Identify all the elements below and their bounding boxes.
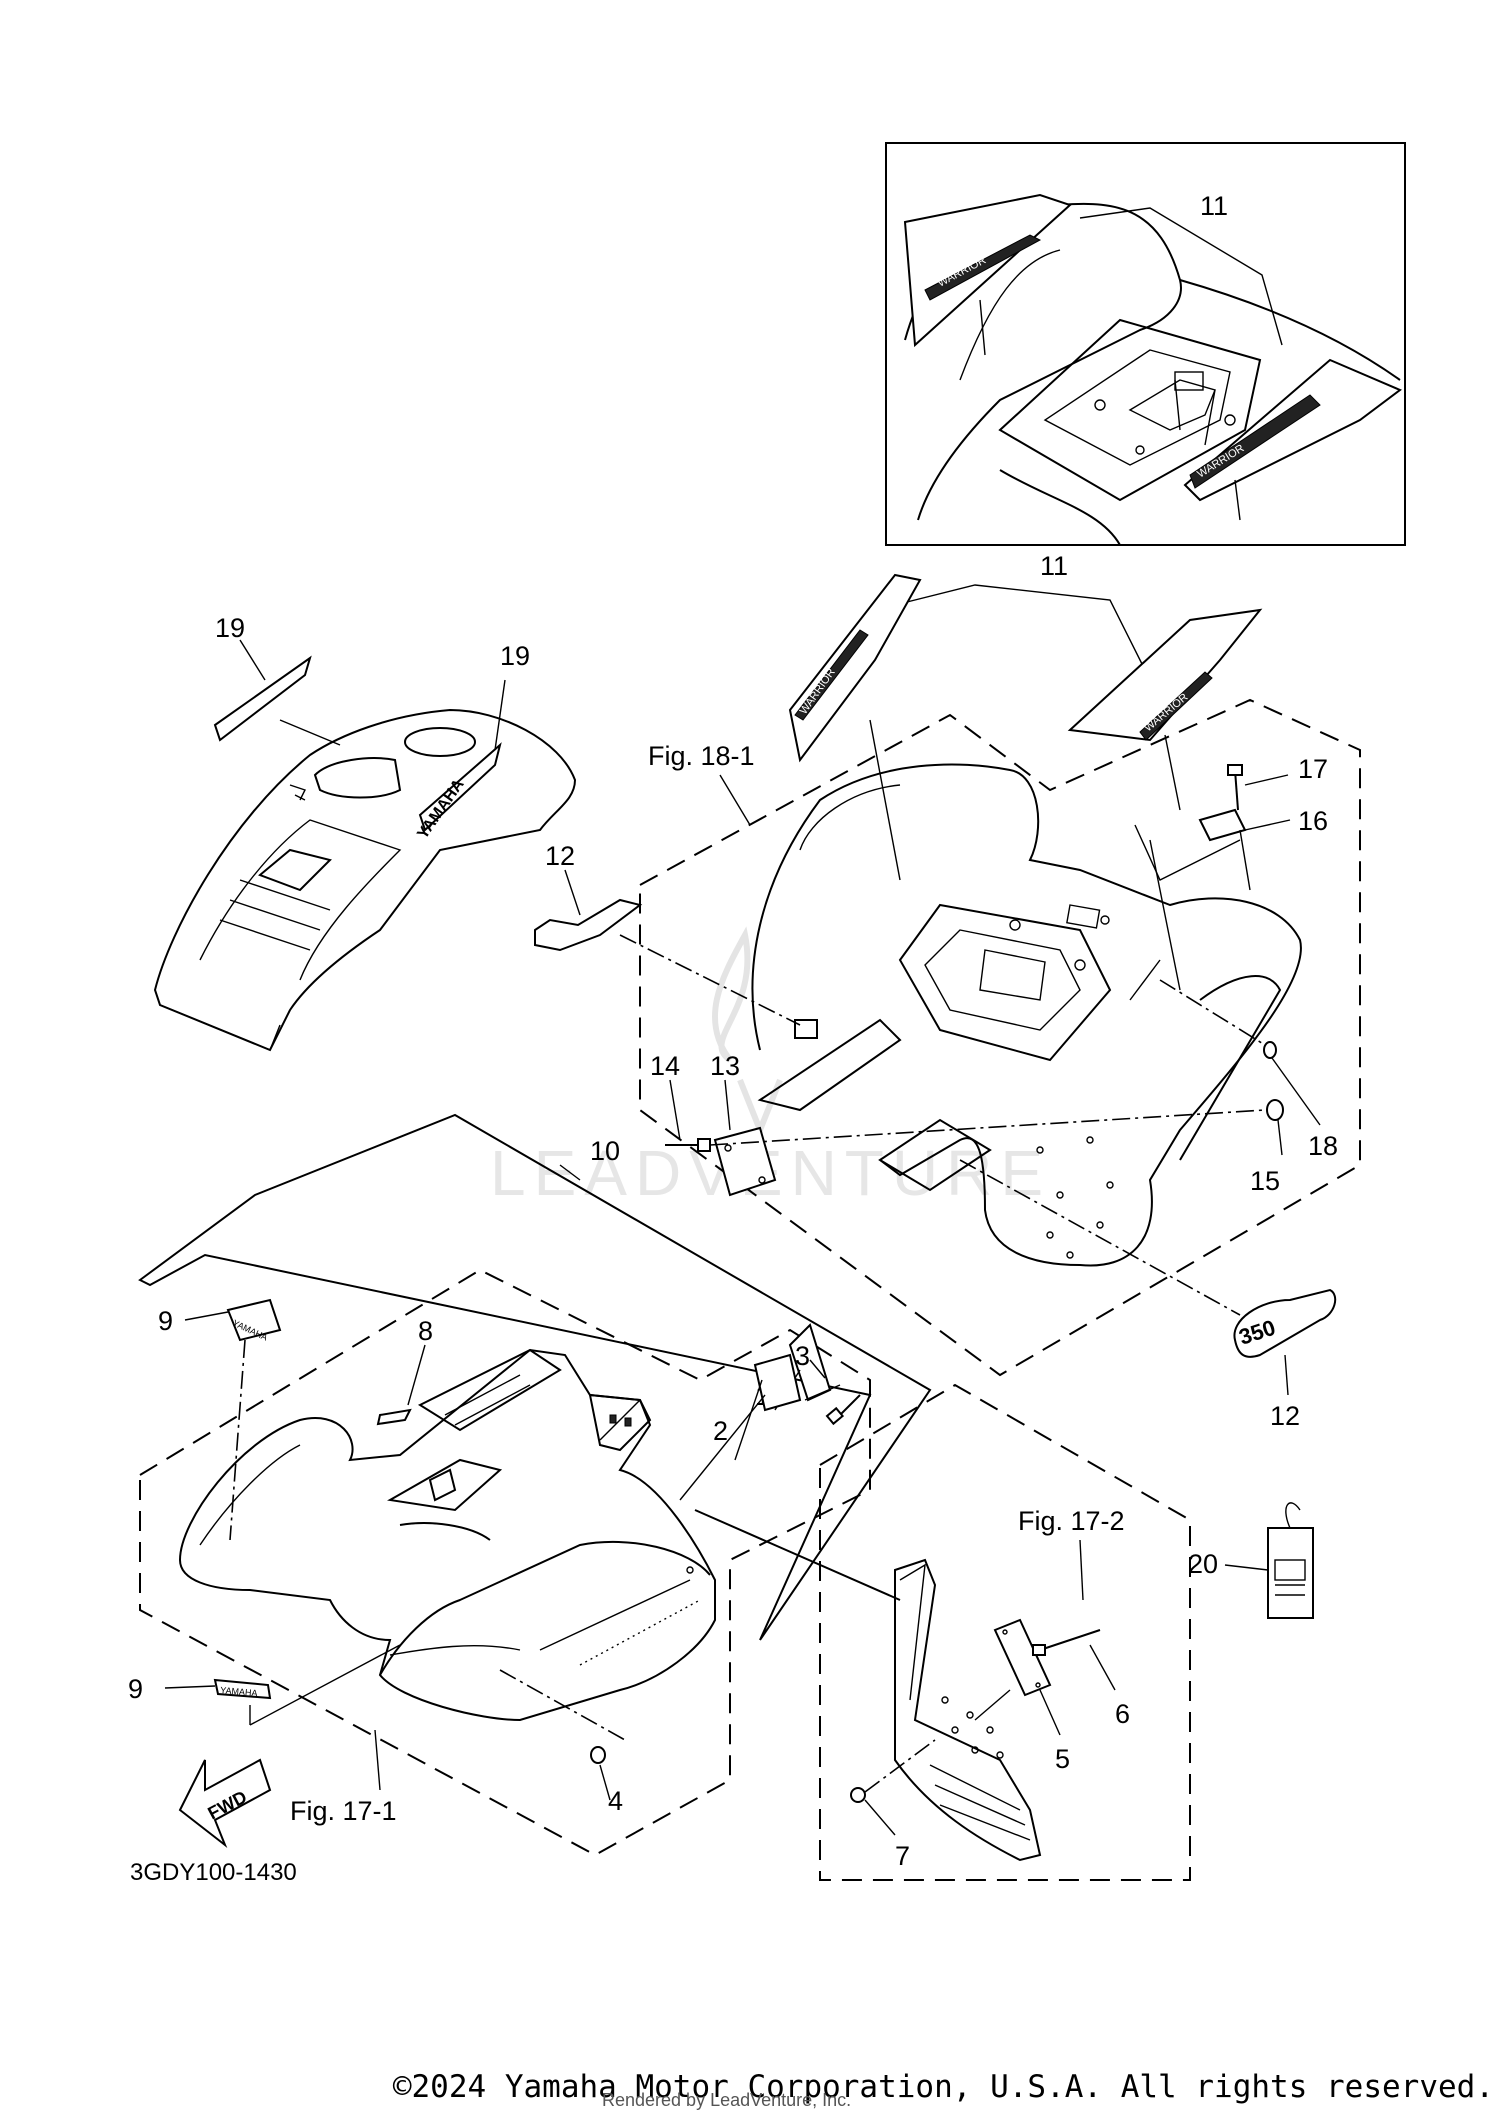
part-20-label-tag: 20 [1188,1502,1314,1619]
callout-6: 6 [1115,1699,1130,1729]
rear-fender [751,763,1302,1267]
part-4-grommet: 4 [499,1669,626,1816]
callout-12-left: 12 [545,841,575,871]
callout-19b: 19 [500,641,530,671]
callout-15: 15 [1250,1166,1280,1196]
copyright-notice: ©2024 Yamaha Motor Corporation, U.S.A. A… [392,2069,1494,2105]
front-fender [178,1348,716,1722]
callout-20: 20 [1188,1549,1218,1579]
part-9-yamaha-decal-bottom: YAMAHA 9 [128,1644,401,1726]
callout-18: 18 [1308,1131,1338,1161]
front-fender-decal-sheet: 10 [138,1113,932,1641]
callout-13: 13 [710,1051,740,1081]
callout-4: 4 [608,1786,623,1816]
part-3-screw: 3 [795,1341,861,1426]
callout-9b: 9 [128,1674,143,1704]
warrior-decal-left: WARRIOR [788,573,922,763]
part-18-grommet: 18 [1159,979,1338,1161]
part-15-grommet: 15 [1250,1099,1284,1196]
mud-guard-dashed-boundary [819,1383,1191,1881]
part-5-plate: 5 [974,1618,1070,1774]
part-16-plate: 16 [1198,806,1328,842]
callout-7: 7 [895,1841,910,1871]
part-10-outline [138,1113,932,1641]
watermark-flame-logo [712,926,783,1139]
part-7-nut: 7 [850,1739,936,1871]
part-13-plate: 13 [710,1051,777,1197]
inset-warrior-decal-left: WARRIOR [903,193,1072,348]
part-8-decal: 8 [376,1316,433,1426]
front-fender-dashed-boundary [139,1268,871,1857]
callout-9a: 9 [158,1306,173,1336]
part-19-strip-decal [213,655,312,742]
warrior-decal-right: WARRIOR [1067,608,1263,742]
mud-guard-group: Fig. 17-2 5 [694,1383,1191,1881]
fwd-arrow: FWD [178,1758,272,1849]
drawing-code: 3GDY100-1430 [130,1859,297,1886]
fig-17-2-label: Fig. 17-2 [1018,1506,1125,1536]
tank-yamaha-text: YAMAHA [414,776,468,842]
rendered-by-notice: Rendered by LeadVenture, Inc. [602,2090,852,2110]
callout-2: 2 [713,1416,728,1446]
inset-warrior-decal-right: WARRIOR [1183,358,1402,502]
part-2-bracket: 2 [713,1353,802,1461]
callout-3: 3 [795,1341,810,1371]
callout-19a: 19 [215,613,245,643]
mud-guard [894,1558,1042,1862]
callout-10: 10 [590,1136,620,1166]
callout-12-right: 12 [1270,1401,1300,1431]
yamaha-tank-decal [418,742,502,832]
part-12-350-emblem: 350 12 [959,1159,1337,1431]
front-fender-group: Fig. 17-1 8 [128,1268,871,1857]
part-17-screw: 17 [1227,754,1328,811]
fig-18-1-label: Fig. 18-1 [648,741,755,771]
callout-11-main: 11 [1040,551,1068,581]
part-12-left-plate: 12 [534,841,801,1026]
callout-16: 16 [1298,806,1328,836]
rear-fender-group: Fig. 18-1 [534,698,1361,1377]
inset-leader-11 [1079,207,1283,346]
callout-11-inset: 11 [1200,191,1228,221]
part-6-screw: 6 [1032,1629,1130,1729]
inset-frame [885,142,1406,546]
inset-view: WARRIOR WARRIOR 11 [885,142,1406,546]
decal-9-bottom-text: YAMAHA [220,1685,258,1698]
fuel-tank-cover: YAMAHA [153,708,577,1052]
callout-8: 8 [418,1316,433,1346]
leader-11-main [894,584,1156,691]
warrior-decal-set-main: 11 WARRIOR WARRIOR [788,551,1263,881]
callout-5: 5 [1055,1744,1070,1774]
rear-fender-dashed-boundary [639,698,1361,1377]
callout-17: 17 [1298,754,1328,784]
fender-bracket [757,1018,902,1112]
part-9-yamaha-decal-top: YAMAHA 9 [158,1298,282,1541]
fig-17-1-label: Fig. 17-1 [290,1796,397,1826]
part-14-screw: 14 [650,1051,711,1152]
seat-tank-group: 19 YAMAHA 19 [153,613,577,1052]
callout-14: 14 [650,1051,680,1081]
